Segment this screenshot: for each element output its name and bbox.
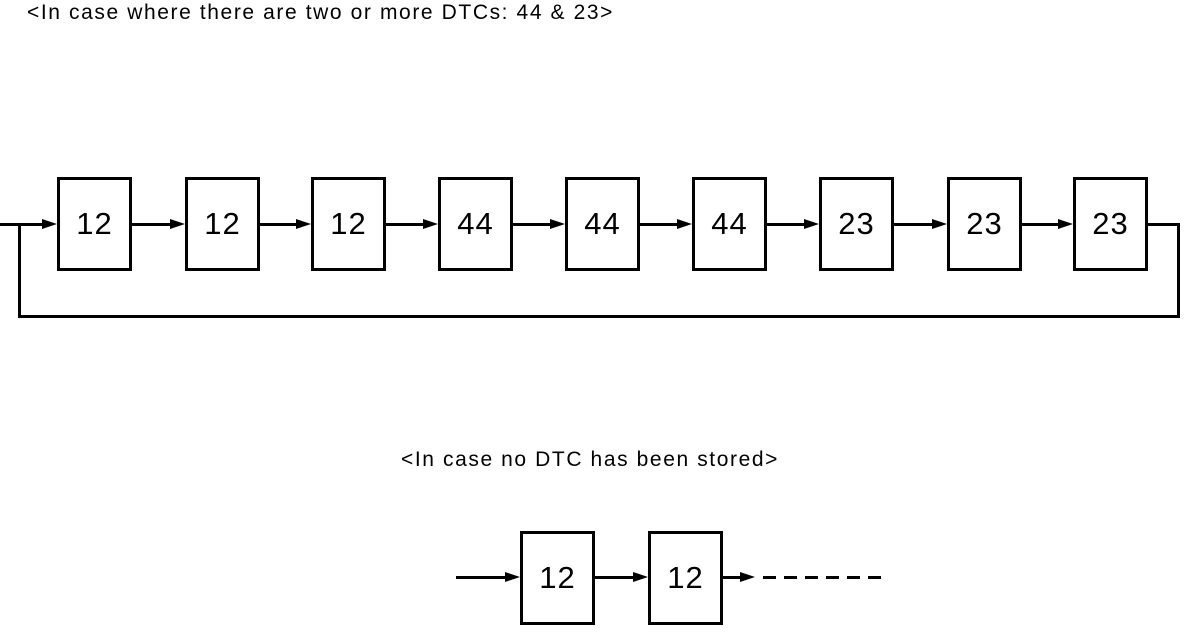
loop-return-line-bottom [18, 315, 1180, 318]
flow-line [1022, 223, 1061, 226]
flow-line [0, 223, 46, 226]
arrow-right-icon [170, 219, 185, 229]
dtc-box: 44 [565, 177, 640, 271]
flow-line [513, 223, 553, 226]
flow-line [640, 223, 680, 226]
dashed-continuation-line [763, 576, 881, 579]
multiple-dtc-title: <In case where there are two or more DTC… [27, 1, 615, 24]
dtc-box: 12 [57, 177, 132, 271]
loop-return-line-left [18, 223, 21, 318]
no-dtc-title: <In case no DTC has been stored> [400, 448, 780, 471]
arrow-right-icon [740, 572, 755, 582]
dtc-box: 23 [947, 177, 1022, 271]
flow-line [260, 223, 299, 226]
flow-line [767, 223, 807, 226]
dtc-box: 44 [438, 177, 513, 271]
dtc-box: 12 [520, 531, 595, 625]
dtc-box: 23 [1073, 177, 1148, 271]
flow-line [723, 576, 743, 579]
flow-line [456, 576, 508, 579]
arrow-right-icon [296, 219, 311, 229]
flow-line [386, 223, 426, 226]
dtc-box: 12 [185, 177, 260, 271]
arrow-right-icon [42, 219, 57, 229]
arrow-right-icon [423, 219, 438, 229]
arrow-right-icon [633, 572, 648, 582]
flow-line [132, 223, 173, 226]
loop-return-line-top [1148, 223, 1180, 226]
arrow-right-icon [804, 219, 819, 229]
arrow-right-icon [932, 219, 947, 229]
loop-return-line-right [1177, 223, 1180, 318]
arrow-right-icon [1058, 219, 1073, 229]
flow-line [894, 223, 935, 226]
dtc-box: 44 [692, 177, 767, 271]
arrow-right-icon [550, 219, 565, 229]
flow-line [595, 576, 636, 579]
dtc-box: 12 [311, 177, 386, 271]
dtc-box: 23 [819, 177, 894, 271]
dtc-box: 12 [648, 531, 723, 625]
arrow-right-icon [677, 219, 692, 229]
arrow-right-icon [505, 572, 520, 582]
